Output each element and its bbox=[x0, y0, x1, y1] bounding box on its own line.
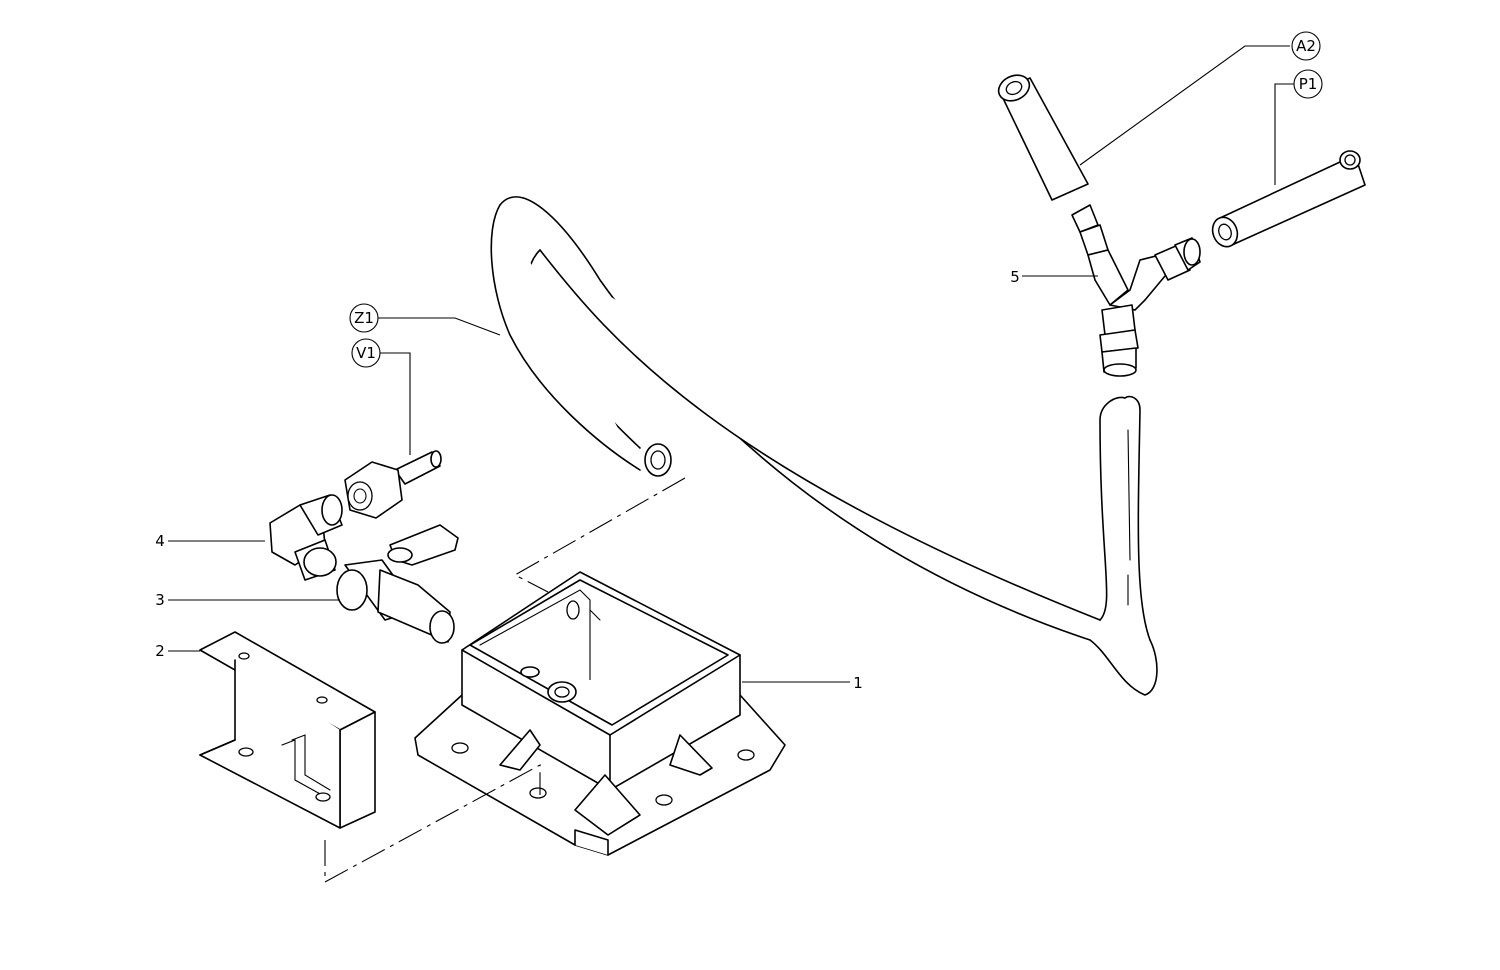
callout-5-label: 5 bbox=[1010, 268, 1020, 286]
callout-v1: V1 bbox=[351, 338, 381, 368]
callout-3-label: 3 bbox=[155, 591, 165, 609]
callout-p1-label: P1 bbox=[1299, 75, 1318, 93]
hose-z1 bbox=[490, 196, 1158, 696]
callout-z1-label: Z1 bbox=[354, 309, 374, 327]
callout-p1: P1 bbox=[1293, 69, 1323, 99]
hose-p1 bbox=[1211, 150, 1366, 248]
assembly-centerlines bbox=[324, 477, 686, 883]
callout-v1-label: V1 bbox=[356, 344, 376, 362]
mounting-bracket bbox=[199, 631, 376, 829]
nut-fitting-v1 bbox=[344, 450, 442, 519]
housing-box bbox=[414, 571, 786, 856]
leader-lines bbox=[168, 45, 1294, 683]
hose-a2 bbox=[997, 74, 1089, 201]
callout-2-label: 2 bbox=[155, 642, 165, 660]
callout-1-label: 1 bbox=[853, 674, 863, 692]
callout-a2-label: A2 bbox=[1296, 37, 1316, 55]
ball-valve bbox=[336, 524, 459, 644]
elbow-fitting bbox=[269, 494, 343, 581]
callout-a2: A2 bbox=[1291, 31, 1321, 61]
callout-4-label: 4 bbox=[155, 532, 165, 550]
callout-z1: Z1 bbox=[349, 303, 379, 333]
y-connector bbox=[1071, 204, 1201, 377]
